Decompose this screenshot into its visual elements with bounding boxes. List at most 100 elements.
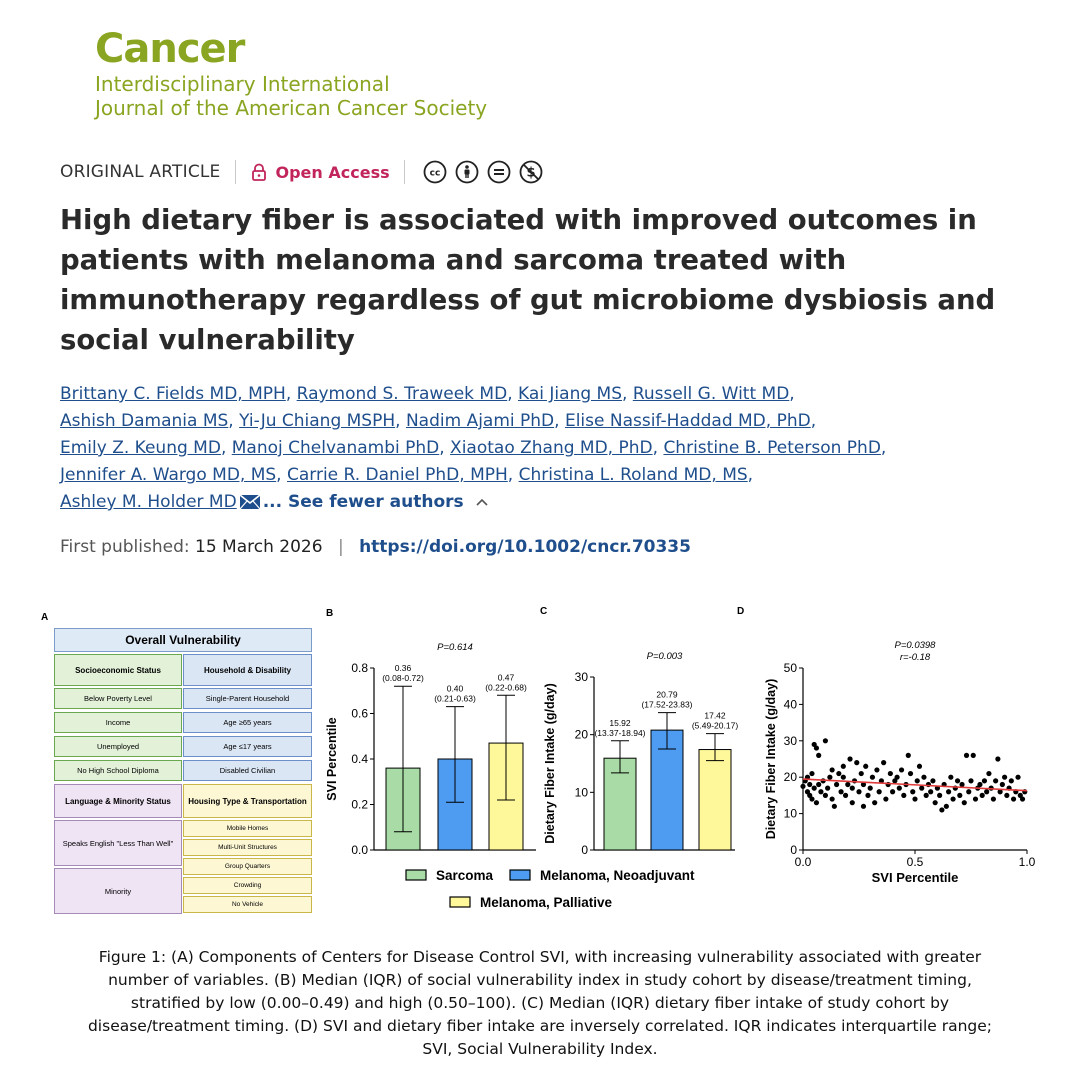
panel-d-data-point: [836, 770, 842, 777]
panel-d-data-point: [923, 792, 929, 798]
panel-d-data-point: [1015, 774, 1021, 780]
panel-d-data-point: [829, 767, 835, 773]
author-link[interactable]: Nadim Ajami PhD: [405, 411, 555, 431]
author-link[interactable]: Manoj Chelvanambi PhD: [231, 438, 440, 458]
overall-vulnerability-box: Overall Vulnerability: [54, 628, 312, 652]
household-header: Household & Disability: [183, 654, 312, 686]
panel-label-d: D: [737, 606, 745, 617]
author-link[interactable]: Ashley M. Holder MD: [60, 492, 237, 512]
panel-d-data-point: [865, 792, 871, 798]
panel-c-y-axis-label: Dietary Fiber Intake (g/day): [543, 683, 557, 843]
non-commercial-icon[interactable]: $: [519, 160, 543, 184]
panel-d-y-tick-label: 0: [790, 843, 797, 857]
minority-item: Minority: [54, 868, 182, 914]
panel-d-data-point: [878, 778, 885, 784]
panel-d-data-point: [831, 803, 837, 809]
caption-line: number of variables. (B) Median (IQR) of…: [108, 971, 972, 989]
panel-d-data-point: [979, 792, 985, 798]
first-published-label: First published:: [60, 537, 190, 557]
panel-b-data-label: (0.08-0.72): [382, 673, 424, 683]
panel-d-data-point: [811, 785, 817, 791]
caption-line: disease/treatment timing. (D) SVI and di…: [87, 1017, 993, 1035]
author-link[interactable]: Kai Jiang MS: [518, 384, 622, 404]
panel-d-data-point: [874, 767, 880, 773]
author-link[interactable]: Yi-Ju Chiang MSPH: [239, 411, 396, 431]
socioeconomic-item: Income: [54, 712, 182, 733]
panel-c-y-tick-label: 10: [575, 785, 589, 799]
cc-icon[interactable]: cc: [423, 160, 447, 184]
panel-b-y-tick-label: 0.6: [351, 707, 368, 721]
panel-d-data-point: [860, 803, 867, 809]
svg-text:cc: cc: [429, 169, 440, 179]
author-link[interactable]: Ashish Damania MS: [60, 411, 229, 431]
panel-d-data-point: [963, 752, 970, 758]
author-link[interactable]: Carrie R. Daniel PhD, MPH: [286, 465, 508, 485]
panel-d-data-point: [840, 763, 846, 769]
panel-b-y-tick-label: 0.8: [351, 661, 368, 675]
panel-b-data-label: (0.22-0.68): [485, 682, 527, 692]
panel-d-data-point: [896, 785, 902, 791]
household-item: Age ≤17 years: [183, 736, 312, 757]
panel-d-data-point: [954, 778, 961, 784]
caption-line: stratified by low (0.00–0.49) and high (…: [130, 994, 950, 1012]
housing-item: No Vehicle: [183, 896, 312, 913]
panel-d-data-point: [907, 770, 914, 777]
panel-d-data-point: [813, 800, 820, 806]
author-link[interactable]: Jennifer A. Wargo MD, MS: [60, 465, 277, 485]
language-item: Speaks English "Less Than Well": [54, 820, 182, 866]
panel-d-data-point: [984, 789, 990, 795]
by-attribution-icon[interactable]: [455, 160, 479, 184]
lock-icon: [251, 163, 266, 181]
no-derivatives-icon[interactable]: [487, 160, 511, 184]
journal-logo[interactable]: Cancer Interdisciplinary International J…: [95, 26, 487, 120]
panel-d-data-point: [943, 803, 949, 809]
publication-info: First published: 15 March 2026 | https:/…: [60, 537, 691, 557]
author-link[interactable]: Xiaotao Zhang MD, PhD: [450, 438, 653, 458]
mail-icon[interactable]: [239, 494, 261, 510]
chevron-up-icon[interactable]: [475, 497, 489, 507]
panel-d-data-point: [999, 781, 1005, 788]
doi-link[interactable]: https://doi.org/10.1002/cncr.70335: [359, 537, 691, 557]
panel-c-y-tick-label: 20: [575, 728, 589, 742]
panel-d-data-point: [869, 774, 876, 780]
author-link[interactable]: Elise Nassif-Haddad MD, PhD: [564, 411, 811, 431]
housing-item: Multi-Unit Structures: [183, 839, 312, 856]
panel-d-x-tick-label: 0.0: [795, 855, 812, 869]
panel-d-data-point: [813, 745, 820, 751]
legend-swatch-1: [405, 869, 427, 881]
panel-d-data-point: [854, 760, 860, 766]
open-access-link[interactable]: Open Access: [275, 162, 390, 182]
panel-d-y-tick-label: 30: [784, 734, 798, 748]
panel-d-data-point: [800, 783, 806, 789]
panel-d-data-point: [867, 785, 873, 791]
panel-d-x-axis-label: SVI Percentile: [872, 870, 959, 885]
author-link[interactable]: Emily Z. Keung MD: [60, 438, 221, 458]
author-link[interactable]: Christina L. Roland MD, MS: [518, 465, 748, 485]
see-fewer-authors-link[interactable]: ... See fewer authors: [262, 492, 464, 512]
panel-d-data-point: [876, 789, 882, 795]
panel-d-data-point: [959, 781, 965, 788]
license-icons[interactable]: cc $: [423, 160, 543, 184]
panel-d-data-point: [849, 785, 855, 791]
panel-d-data-point: [816, 781, 822, 788]
panel-d-data-point: [816, 752, 822, 758]
panel-d-data-point: [932, 800, 938, 806]
author-link[interactable]: Christine B. Peterson PhD: [663, 438, 881, 458]
panel-d-data-point: [950, 796, 956, 802]
panel-d-data-point: [894, 774, 900, 780]
panel-d-data-point: [1004, 792, 1010, 798]
panel-d-y-tick-label: 10: [784, 807, 798, 821]
panel-b-data-label: 0.36: [395, 663, 412, 673]
panel-b-p-value: P=0.614: [437, 642, 473, 653]
author-link[interactable]: Brittany C. Fields MD, MPH: [60, 384, 286, 404]
panel-d-data-point: [1002, 774, 1008, 780]
author-link[interactable]: Raymond S. Traweek MD: [296, 384, 508, 404]
author-link[interactable]: Russell G. Witt MD: [632, 384, 790, 404]
housing-item: Mobile Homes: [183, 820, 312, 837]
panel-d-data-point: [939, 807, 945, 813]
panel-c-data-label: 15.92: [609, 718, 631, 728]
panel-d-data-point: [937, 792, 943, 798]
figure-caption: Figure 1: (A) Components of Centers for …: [40, 946, 1040, 1061]
panel-d-data-point: [968, 778, 974, 784]
